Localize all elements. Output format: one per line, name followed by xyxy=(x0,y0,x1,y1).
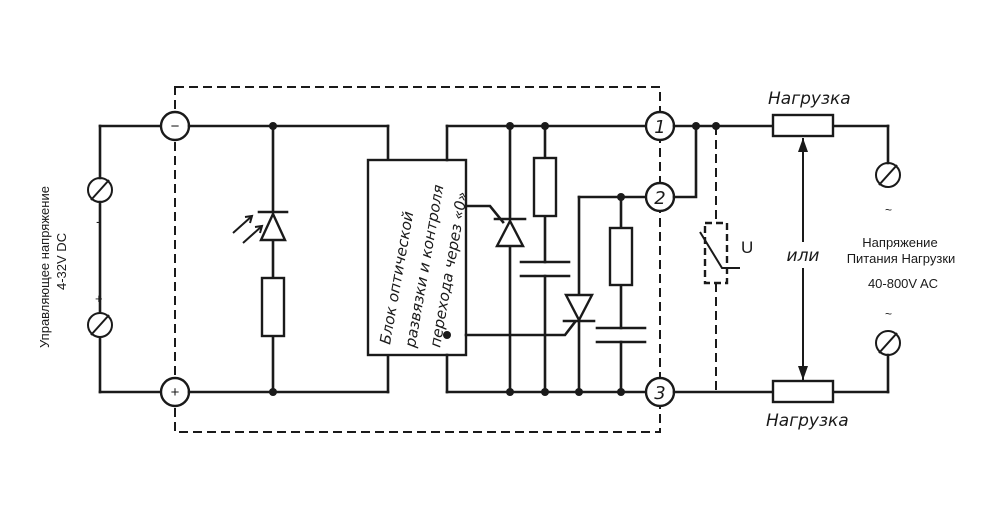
load-bottom-label: Нагрузка xyxy=(766,411,849,431)
or-label: или xyxy=(787,246,820,266)
output-terminal-1[interactable]: 1 xyxy=(644,110,676,142)
snubber-capacitor-1-icon xyxy=(519,260,571,278)
output-terminal-2-label: 2 xyxy=(654,188,665,209)
snubber-capacitor-2-icon xyxy=(595,326,647,344)
output-terminal-2[interactable]: 2 xyxy=(644,181,676,213)
supply-terminal-top-icon[interactable] xyxy=(875,162,901,188)
supply-label-line2: Питания Нагрузки xyxy=(847,251,956,266)
input-resistor-icon xyxy=(260,276,286,338)
junction-dot xyxy=(269,388,277,396)
input-terminal-plus[interactable]: + xyxy=(159,376,191,408)
control-plus-sign: + xyxy=(95,291,103,306)
junction-dots-output xyxy=(443,122,625,396)
external-load-wiring xyxy=(672,124,890,394)
output-terminal-1-label: 1 xyxy=(654,117,665,138)
thyristor-1-icon xyxy=(493,217,527,248)
varistor-icon xyxy=(699,126,740,392)
supply-tilde-bottom: ~ xyxy=(885,307,892,321)
control-terminal-bottom-icon[interactable] xyxy=(87,312,113,338)
supply-label-line3: 40-800V AC xyxy=(868,276,938,291)
relay-enclosure xyxy=(174,86,661,433)
snubber-resistor-2-icon xyxy=(608,226,634,287)
load-bottom-icon xyxy=(771,379,835,404)
supply-tilde-top: ~ xyxy=(885,203,892,217)
control-voltage-range: 4-32V DC xyxy=(54,233,69,290)
led-icon xyxy=(232,210,289,244)
input-terminal-minus[interactable]: − xyxy=(159,110,191,142)
supply-label-line1: Напряжение xyxy=(862,235,937,250)
control-terminal-top-icon[interactable] xyxy=(87,177,113,203)
control-voltage-title: Управляющее напряжение xyxy=(37,186,52,348)
varistor-label: U xyxy=(741,238,753,257)
supply-terminal-bottom-icon[interactable] xyxy=(875,330,901,356)
load-top-label: Нагрузка xyxy=(768,89,851,109)
output-terminal-3[interactable]: 3 xyxy=(644,376,676,408)
control-input-wiring xyxy=(98,124,162,394)
thyristor-2-icon xyxy=(562,293,596,323)
or-arrow-icon xyxy=(798,138,808,380)
input-bus-wiring xyxy=(187,124,390,394)
junction-dot xyxy=(269,122,277,130)
input-terminal-minus-label: − xyxy=(171,118,180,135)
junction-dot xyxy=(692,122,700,130)
optical-isolation-block: Блок оптической развязки и контроля пере… xyxy=(366,158,471,357)
snubber-resistor-1-icon xyxy=(532,156,558,218)
input-terminal-plus-label: + xyxy=(171,384,180,401)
output-terminal-3-label: 3 xyxy=(654,383,665,404)
load-top-icon xyxy=(771,113,835,138)
control-minus-sign: - xyxy=(96,213,101,229)
